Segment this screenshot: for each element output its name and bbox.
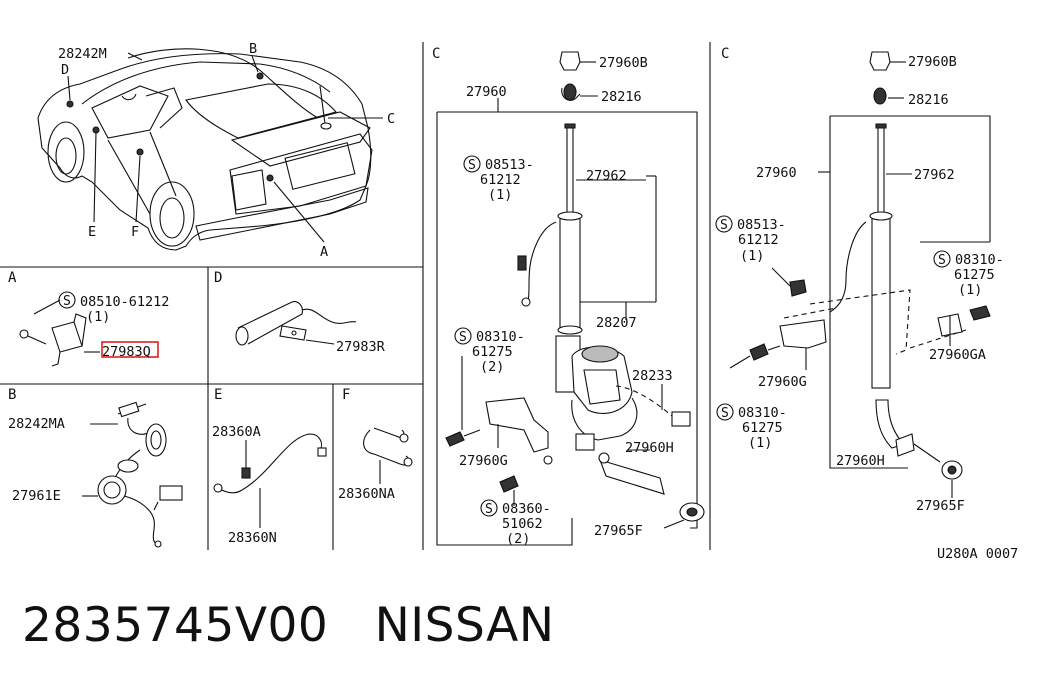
highlight-box (101, 341, 159, 358)
c1-screw2-a: 08310- (476, 329, 525, 345)
s-badge-icon (715, 215, 733, 233)
grid-lines (0, 42, 711, 550)
svg-text:S: S (468, 158, 476, 173)
c2-27960B: 27960B (908, 54, 957, 70)
footer-caption: 2835745V00 NISSAN (22, 598, 554, 653)
c2-screw2-qty: (1) (958, 282, 982, 298)
section-label-D: D (214, 270, 222, 286)
callout-C: C (387, 111, 395, 127)
panel-C1: C (432, 46, 705, 546)
c1-28207: 28207 (596, 315, 637, 331)
c1-28216: 28216 (601, 89, 642, 105)
s-badge-icon (716, 403, 734, 421)
c2-screw3-qty: (1) (748, 435, 772, 451)
part-number: 2835745V00 (22, 598, 329, 653)
svg-text:S: S (485, 502, 493, 517)
section-label-C1: C (432, 46, 440, 62)
c2-27960G: 27960G (758, 374, 807, 390)
svg-text:S: S (63, 294, 71, 309)
s-badge-icon (933, 250, 951, 268)
c1-screw1-b: 61212 (480, 172, 521, 188)
part-28360NA: 28360NA (338, 486, 395, 502)
callout-E: E (88, 224, 96, 240)
harness-grommet-drawing (97, 401, 183, 548)
detail-F: F 28360NA (338, 387, 413, 502)
c1-screw1-qty: (1) (488, 187, 512, 203)
diagram-code: U280A 0007 (937, 546, 1018, 562)
detail-E: E 28360A 28360N (212, 387, 327, 546)
c2-screw3-a: 08310- (738, 405, 787, 421)
c1-27960G: 27960G (459, 453, 508, 469)
section-label-E: E (214, 387, 222, 403)
part-27961E: 27961E (12, 488, 61, 504)
ground-wire-drawing (213, 433, 327, 528)
parts-diagram: 28242M B C D E F A A S 08510-61212 (1) 2… (0, 41, 1018, 562)
c1-screw2-b: 61275 (472, 344, 513, 360)
car-illustration (37, 48, 383, 251)
part-28242MA: 28242MA (8, 416, 65, 432)
c2-screw3-b: 61275 (742, 420, 783, 436)
svg-text:S: S (720, 218, 728, 233)
svg-text:S: S (938, 253, 946, 268)
c1-28233: 28233 (632, 368, 673, 384)
relay-bracket-drawing (19, 299, 100, 367)
c1-27965F: 27965F (594, 523, 643, 539)
section-label-F: F (342, 387, 350, 403)
screw-number: 08510-61212 (80, 294, 169, 310)
car-callouts: 28242M B C D E F A (58, 41, 395, 260)
c2-27962: 27962 (914, 167, 955, 183)
c1-27960H: 27960H (625, 440, 674, 456)
c2-screw1-b: 61212 (738, 232, 779, 248)
s-badge-icon (463, 155, 481, 173)
c2-screw2-a: 08310- (955, 252, 1004, 268)
c2-27960: 27960 (756, 165, 797, 181)
s-badge-icon (454, 327, 472, 345)
part-28360A: 28360A (212, 424, 261, 440)
c1-27960B: 27960B (599, 55, 648, 71)
svg-text:S: S (721, 406, 729, 421)
c2-screw2-b: 61275 (954, 267, 995, 283)
c1-27960: 27960 (466, 84, 507, 100)
section-label-C2: C (721, 46, 729, 62)
section-label-B: B (8, 387, 16, 403)
c2-27960H: 27960H (836, 453, 885, 469)
part-27983Q: 27983Q (102, 344, 151, 360)
callout-A: A (320, 244, 328, 260)
screw-qty: (1) (86, 309, 110, 325)
callout-B: B (249, 41, 257, 57)
strap-drawing (363, 427, 413, 484)
c1-screw3-qty: (2) (506, 531, 530, 547)
panel-C2: C (721, 46, 991, 498)
brand-name: NISSAN (374, 598, 555, 653)
s-badge-icon (58, 291, 76, 309)
callout-D: D (61, 62, 69, 78)
c1-27962: 27962 (586, 168, 627, 184)
c2-27960GA: 27960GA (929, 347, 986, 363)
c2-28216: 28216 (908, 92, 949, 108)
detail-B: B 28242MA 27961E (8, 387, 183, 548)
c1-screw2-qty: (2) (480, 359, 504, 375)
panel-C1-labels: 27960B 28216 27960 S 08513- 61212 (1) 27… (454, 55, 674, 547)
c2-screw1-a: 08513- (737, 217, 786, 233)
panel-C2-labels: 27960B 28216 27960 27962 S 08513- 61212 … (715, 54, 1004, 514)
c1-screw3-a: 08360- (502, 501, 551, 517)
callout-F: F (131, 224, 139, 240)
c1-screw3-b: 51062 (502, 516, 543, 532)
wire-sleeve-drawing (235, 301, 357, 346)
part-28360N: 28360N (228, 530, 277, 546)
c1-screw1-a: 08513- (485, 157, 534, 173)
c2-27965F: 27965F (916, 498, 965, 514)
detail-A: A S 08510-61212 (1) 27983Q (8, 270, 169, 367)
part-27983R: 27983R (336, 339, 386, 355)
c2-screw1-qty: (1) (740, 248, 764, 264)
section-label-A: A (8, 270, 17, 286)
detail-D: D 27983R (214, 270, 386, 355)
svg-text:S: S (459, 330, 467, 345)
callout-harness-main: 28242M (58, 46, 107, 62)
s-badge-icon (480, 499, 498, 517)
